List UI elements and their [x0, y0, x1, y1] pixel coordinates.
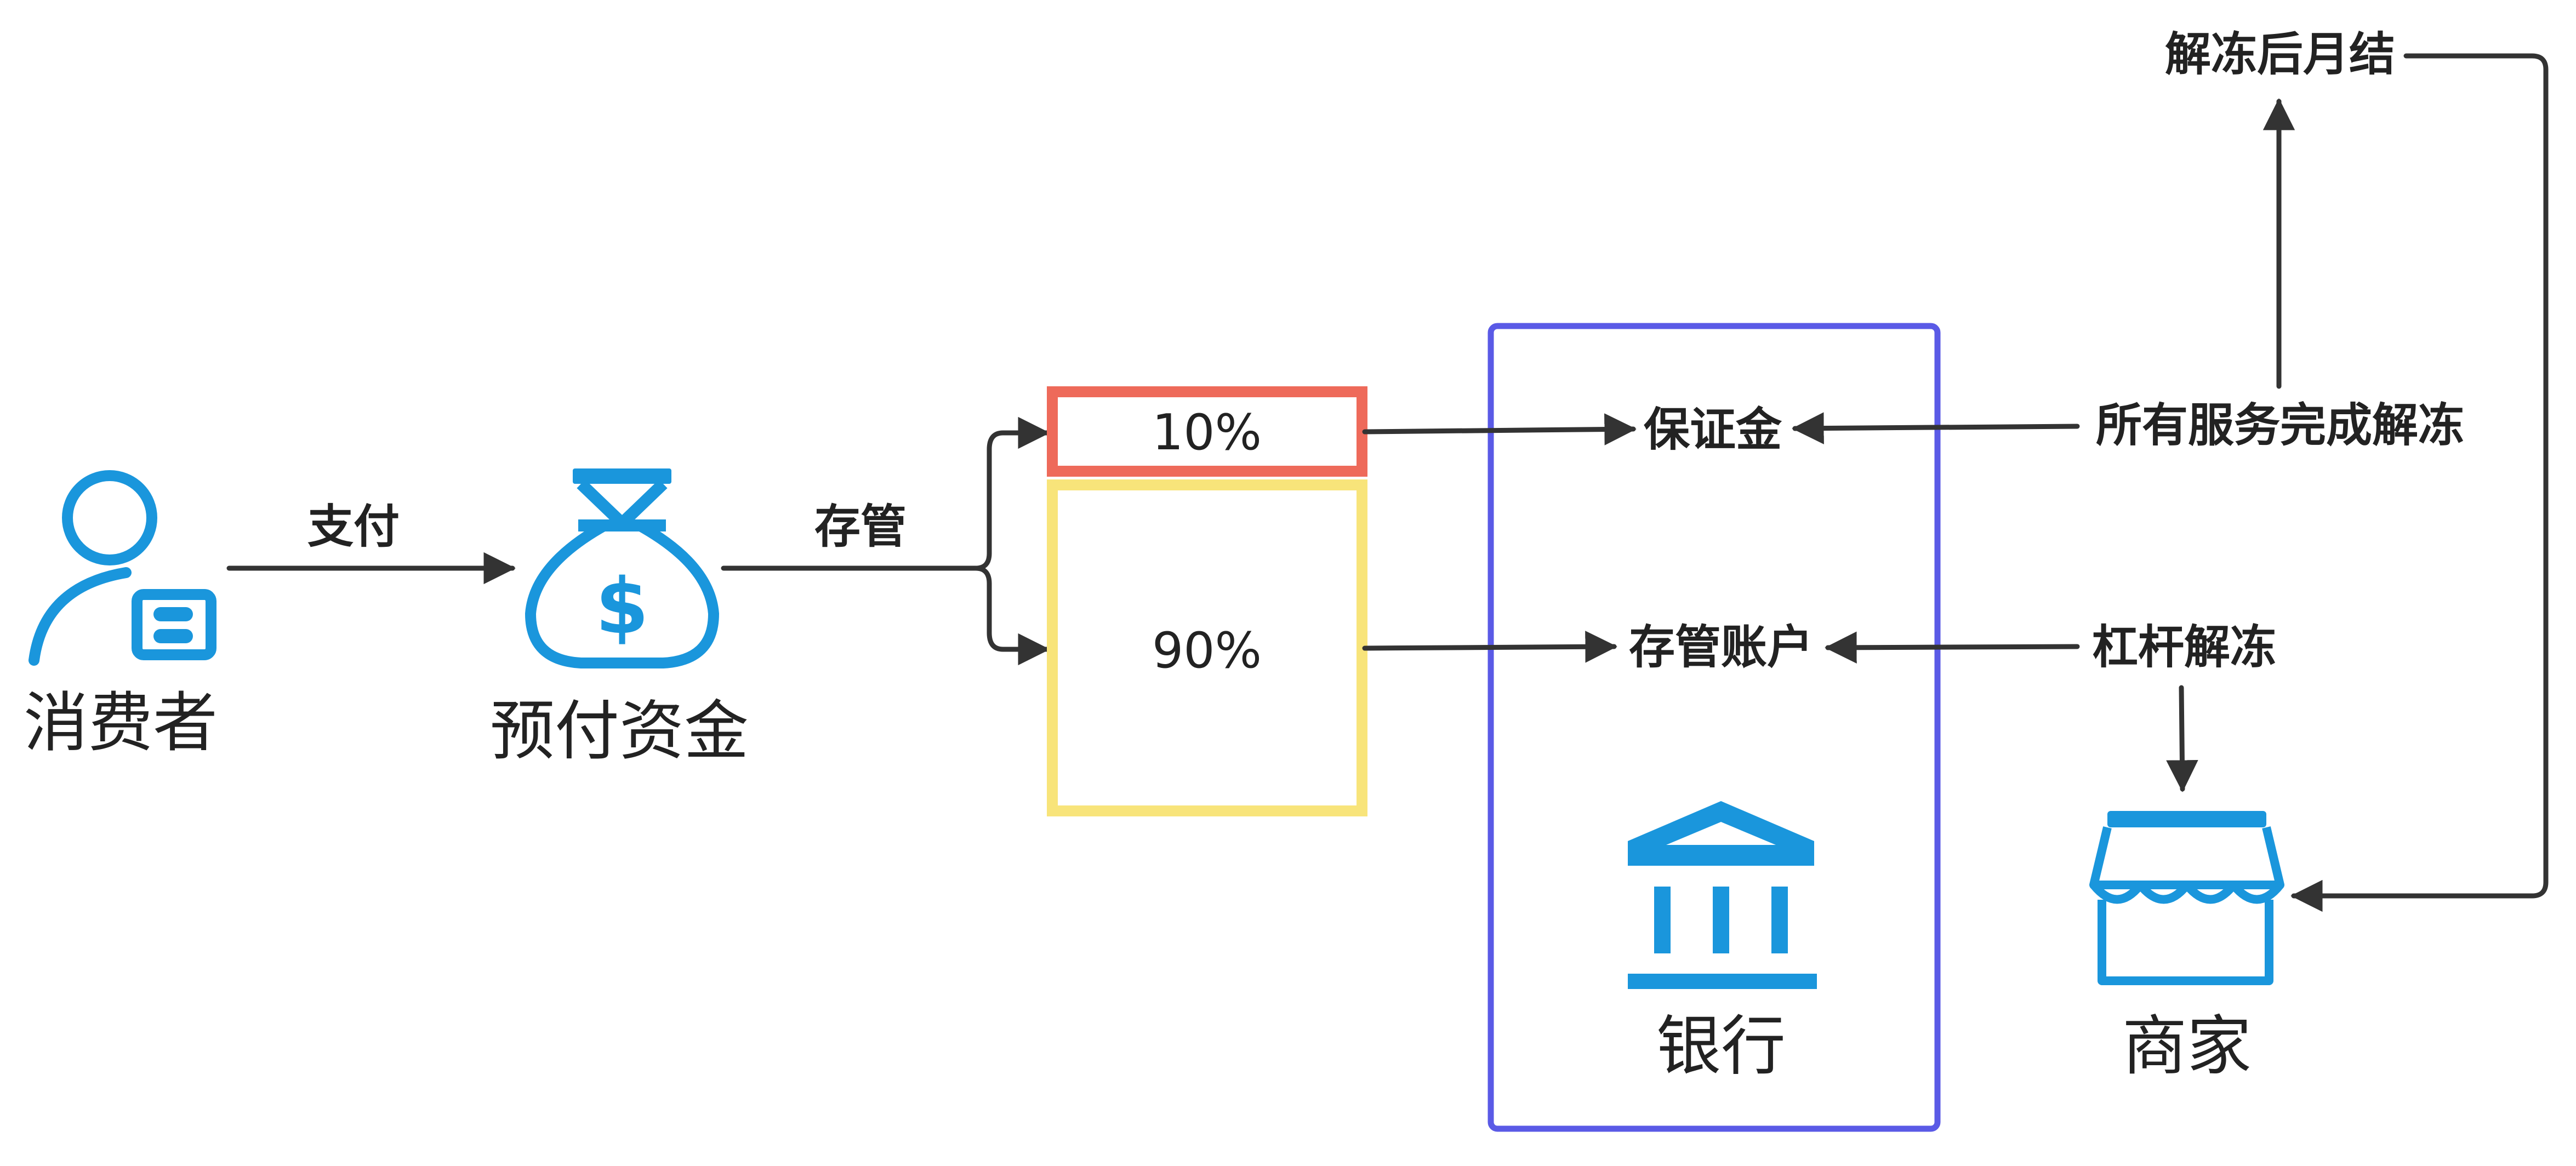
- all-services-arrow: [1792, 412, 2080, 444]
- deposit-arrow: [1362, 413, 1637, 445]
- unfreeze-monthly-label: 解冻后月结: [2165, 27, 2395, 81]
- bank-frame: [1488, 323, 1941, 1132]
- bank-building-icon: [1628, 801, 1817, 989]
- monthly-return-connector: [2290, 53, 2549, 912]
- custody-account-arrow: [1362, 631, 1617, 663]
- leverage-unfreeze-label: 杠杆解冻: [2092, 620, 2276, 674]
- ten-percent-box: [1047, 386, 1367, 477]
- leverage-arrow: [1825, 631, 2080, 664]
- user-card-icon: [29, 470, 216, 666]
- custody-connector-lower: [973, 565, 1050, 666]
- custody-label: 存管: [814, 500, 907, 553]
- svg-text:$: $: [595, 562, 648, 651]
- prepaid-label: 预付资金: [490, 693, 749, 769]
- custody-account-label: 存管账户: [1629, 620, 1813, 674]
- ninety-percent-label: 90%: [1152, 622, 1262, 679]
- ninety-percent-box: [1047, 479, 1367, 816]
- consumer-label: 消费者: [24, 685, 218, 761]
- all-services-unfreeze-label: 所有服务完成解冻: [2096, 398, 2464, 452]
- bank-label: 银行: [1656, 1008, 1786, 1084]
- leverage-down-arrow: [2166, 685, 2198, 792]
- pay-label: 支付: [307, 500, 400, 553]
- merchant-label: 商家: [2122, 1008, 2252, 1084]
- storefront-icon: [2089, 811, 2284, 985]
- money-bag-icon: $: [525, 468, 719, 668]
- ten-percent-label: 10%: [1152, 404, 1262, 461]
- deposit-label: 保证金: [1644, 403, 1782, 456]
